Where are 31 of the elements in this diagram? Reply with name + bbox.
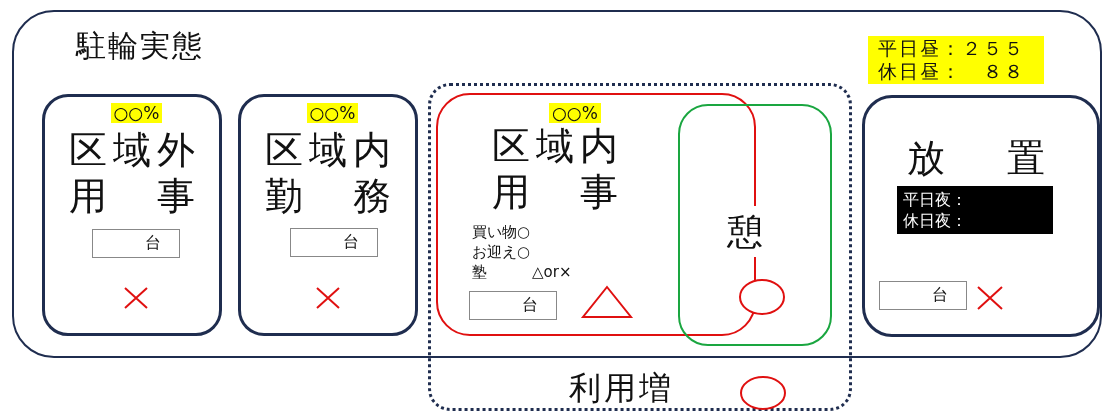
highlighted-percentage: ○○% xyxy=(549,103,601,124)
count-field xyxy=(878,280,967,310)
category-heading: 区域内用 事 xyxy=(492,123,625,215)
unit-label: 台 xyxy=(521,294,538,314)
daytime-count-box xyxy=(867,35,1044,84)
time-label: 平日夜：休日夜： xyxy=(902,188,968,231)
list-item: お迎え○ xyxy=(472,243,531,261)
unit-label: 台 xyxy=(144,232,161,252)
category-card xyxy=(678,104,832,346)
list-item: 買い物○ xyxy=(472,223,531,241)
category-card xyxy=(861,94,1100,337)
unit-label: 台 xyxy=(342,231,359,251)
time-count-label: 平日昼：２５５休日昼： ８８ xyxy=(877,36,1026,83)
group-label: 利用増 xyxy=(569,369,674,408)
highlighted-percentage: ○○% xyxy=(110,102,163,123)
count-field xyxy=(468,290,557,320)
category-heading: 区域内勤 務 xyxy=(264,126,398,219)
highlighted-percentage: ○○% xyxy=(306,102,359,123)
night-count-box xyxy=(896,185,1053,234)
list-item: 塾 △or× xyxy=(472,263,572,281)
count-field xyxy=(91,228,180,258)
category-card xyxy=(41,93,222,336)
count-field xyxy=(289,227,378,257)
outer-panel xyxy=(12,10,1102,358)
category-heading: 放 置 xyxy=(906,135,1057,182)
category-card xyxy=(237,93,418,336)
category-heading: 区域外用 事 xyxy=(68,126,202,219)
dotted-group-box xyxy=(428,83,852,411)
panel-title: 駐輪実態 xyxy=(76,28,205,64)
unit-label: 台 xyxy=(931,284,948,304)
category-heading: 憩 xyxy=(727,206,763,258)
